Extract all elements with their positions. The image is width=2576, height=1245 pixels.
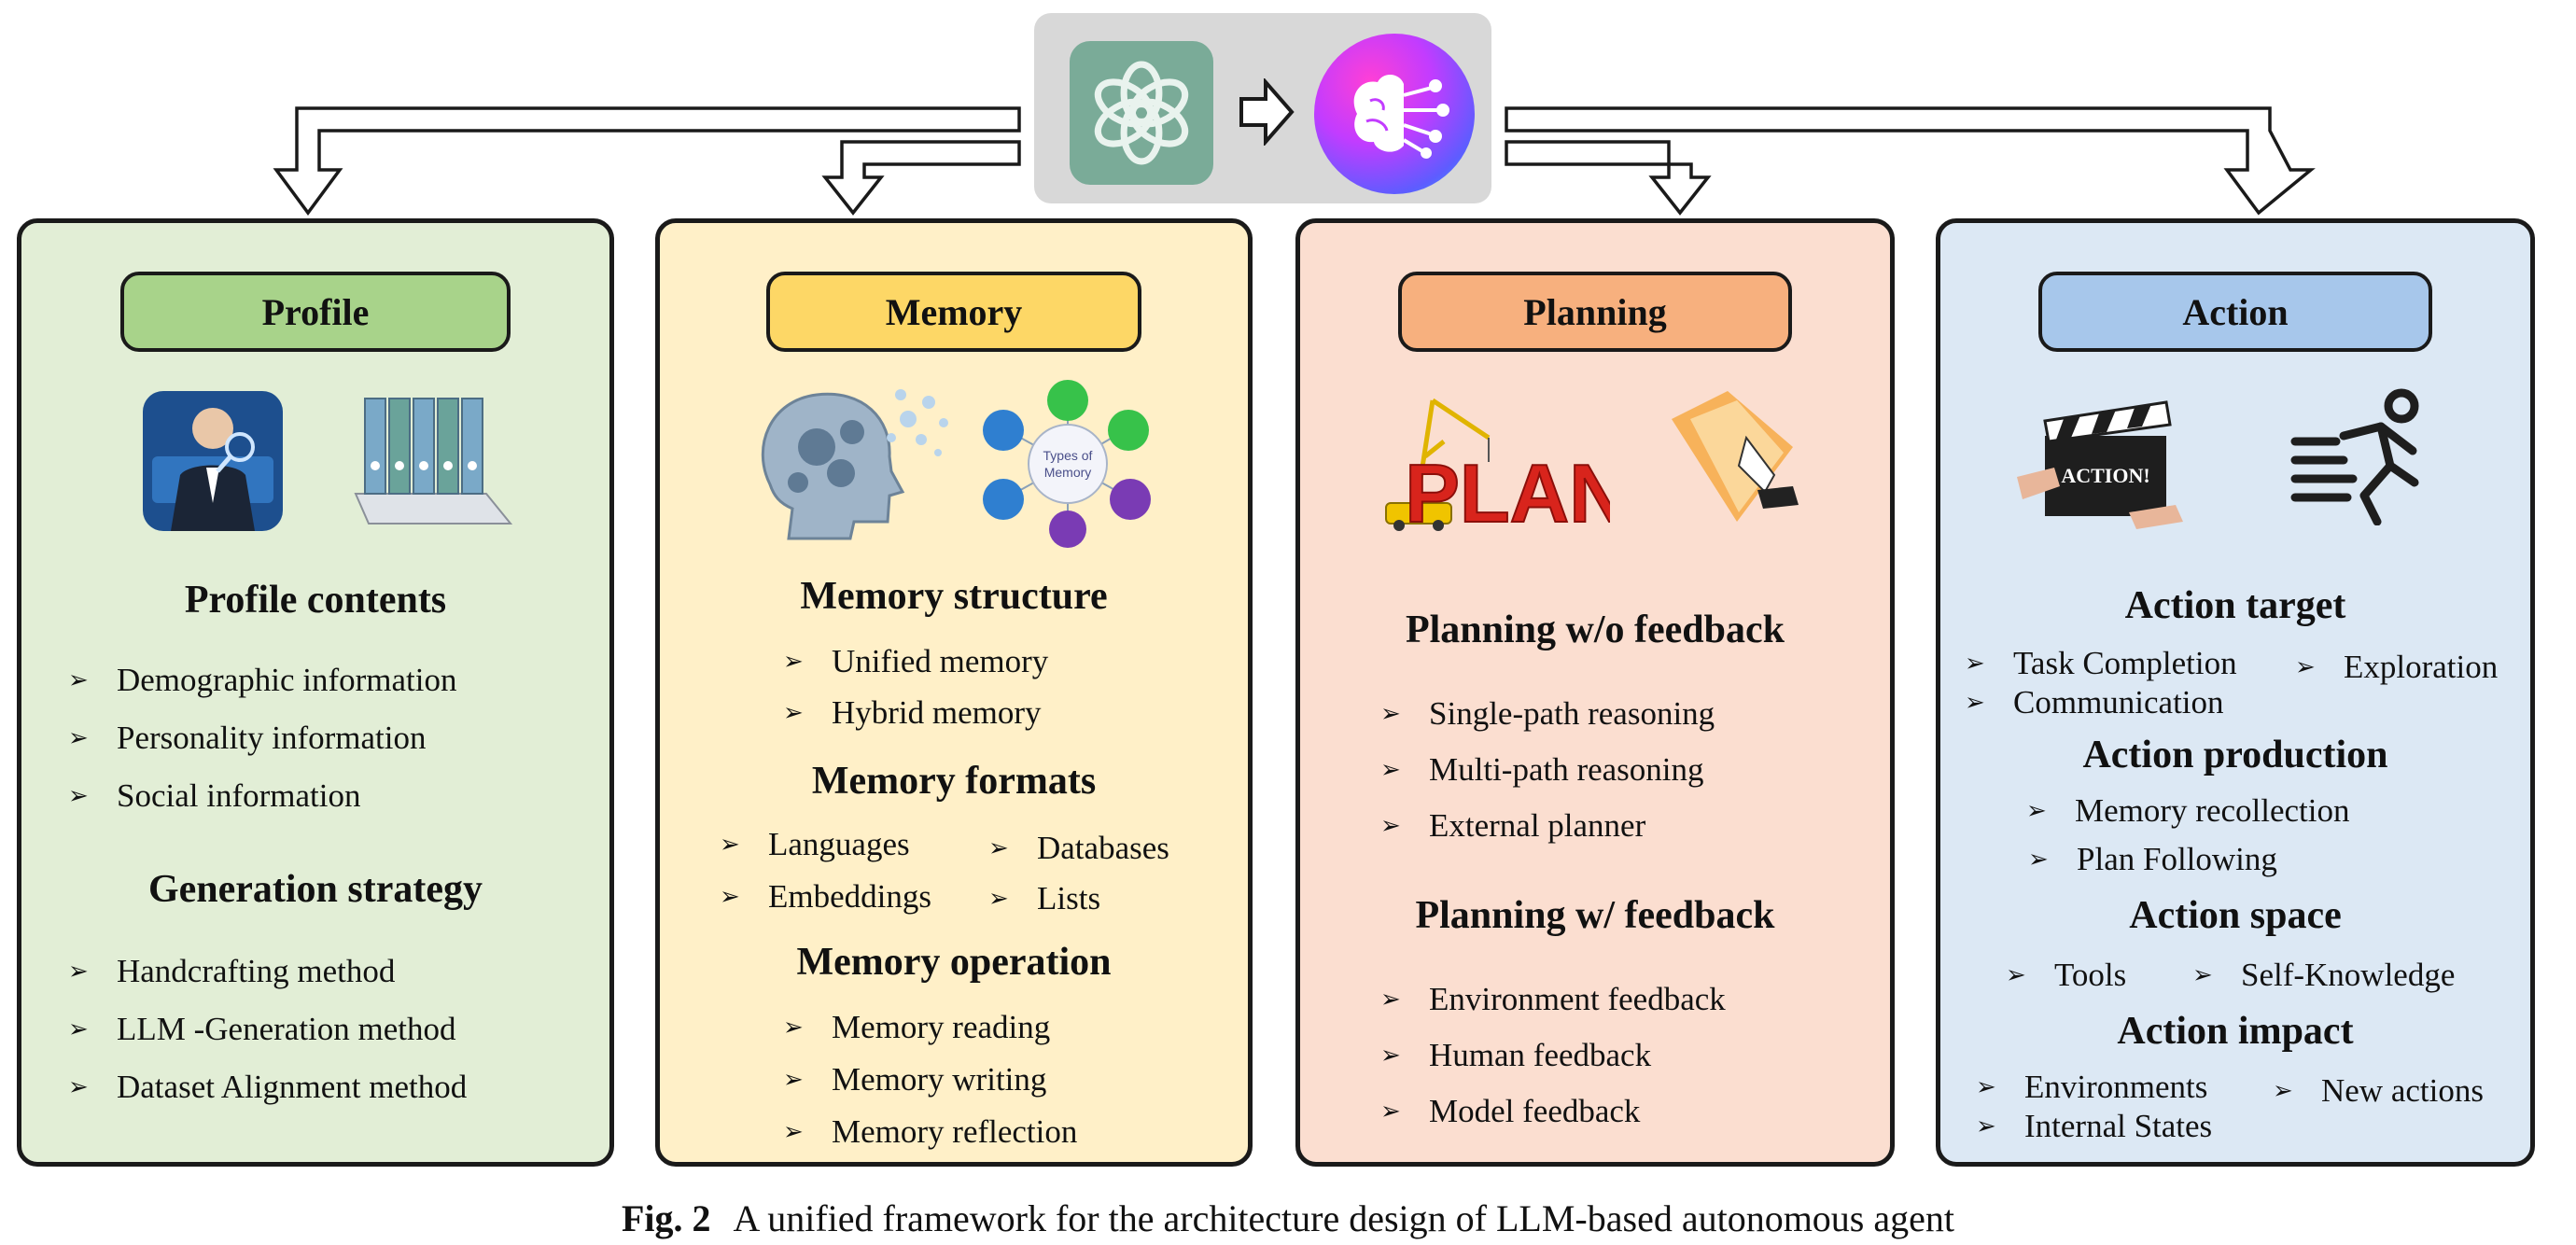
action-impact-heading: Action impact [2117, 1010, 2354, 1053]
list-item: ➢Internal States [1976, 1108, 2213, 1144]
planning-panel: Planning PLAN Planning w/o feedback ➢Sin… [1295, 218, 1895, 1167]
list-item: ➢Memory writing [783, 1061, 1047, 1098]
right-arrow-icon [1239, 78, 1295, 146]
list-item: ➢External planner [1380, 807, 1646, 844]
list-item: ➢Hybrid memory [783, 694, 1042, 731]
llm-header [1034, 13, 1491, 203]
list-item: ➢Databases [988, 830, 1169, 866]
list-item: ➢Embeddings [720, 878, 931, 915]
profile-contents-heading: Profile contents [184, 579, 447, 622]
businessman-icon [143, 391, 283, 531]
list-item: ➢Task Completion [1965, 645, 2237, 681]
planning-title: Planning [1398, 272, 1792, 352]
profile-panel: Profile Profile contents ➢Demographic in… [17, 218, 614, 1167]
figure-caption-text: A unified framework for the architecture… [733, 1197, 1954, 1239]
memory-operation-heading: Memory operation [796, 941, 1112, 984]
generation-strategy-heading: Generation strategy [147, 868, 483, 911]
planning-without-feedback-heading: Planning w/o feedback [1405, 609, 1785, 651]
list-item: ➢Human feedback [1380, 1037, 1652, 1073]
plan-crane-icon: PLAN [1385, 398, 1610, 531]
figure-caption: Fig. 2 A unified framework for the archit… [0, 1196, 2576, 1240]
action-title: Action [2038, 272, 2432, 352]
file-binders-laptop-icon [354, 398, 513, 525]
profile-title: Profile [120, 272, 511, 352]
list-item: ➢Exploration [2295, 649, 2499, 685]
list-item: ➢New actions [2273, 1072, 2484, 1109]
svg-text:PLAN: PLAN [1405, 447, 1610, 531]
arrow-to-planning [1505, 140, 1712, 216]
list-item: ➢Personality information [68, 720, 427, 756]
list-item: ➢Memory reading [783, 1009, 1051, 1045]
list-item: ➢Multi-path reasoning [1380, 751, 1704, 788]
list-item: ➢Handcrafting method [68, 953, 396, 989]
list-item: ➢Environments [1976, 1069, 2208, 1105]
action-space-heading: Action space [2129, 894, 2342, 937]
action-production-heading: Action production [2082, 734, 2388, 776]
list-item: ➢Lists [988, 880, 1101, 916]
list-item: ➢Tools [2006, 957, 2127, 993]
memory-structure-heading: Memory structure [800, 575, 1108, 618]
running-person-icon [2290, 388, 2419, 525]
action-target-heading: Action target [2124, 584, 2346, 627]
figure-label: Fig. 2 [621, 1197, 711, 1239]
list-item: ➢Social information [68, 777, 361, 814]
list-item: ➢Memory recollection [2026, 792, 2350, 829]
list-item: ➢Languages [720, 826, 910, 862]
list-item: ➢Communication [1965, 684, 2224, 720]
planning-with-feedback-heading: Planning w/ feedback [1415, 894, 1775, 937]
list-item: ➢Single-path reasoning [1380, 695, 1715, 732]
planning-paper-hand-icon [1672, 391, 1799, 522]
clapperboard-icon: ACTION! [2017, 400, 2183, 529]
ai-brain-icon [1314, 34, 1475, 194]
action-panel: Action ACTION! Action target ➢Task Compl… [1936, 218, 2535, 1167]
svg-text:Types of: Types of [1043, 448, 1093, 463]
list-item: ➢Demographic information [68, 662, 457, 698]
connector-arrows [273, 106, 2316, 216]
list-item: ➢Dataset Alignment method [68, 1069, 468, 1105]
arrow-to-memory [821, 140, 1021, 216]
arrow-to-action [1505, 106, 2316, 216]
memory-panel: Memory Types of Memory [655, 218, 1253, 1167]
svg-text:Memory: Memory [1044, 465, 1092, 480]
list-item: ➢Self-Knowledge [2192, 957, 2456, 993]
memory-title: Memory [766, 272, 1141, 352]
head-gears-icon [761, 389, 948, 540]
list-item: ➢Memory reflection [783, 1113, 1078, 1150]
list-item: ➢LLM -Generation method [68, 1011, 456, 1047]
types-of-memory-icon: Types of Memory [983, 380, 1151, 548]
list-item: ➢Unified memory [783, 643, 1049, 679]
arrow-to-profile [273, 106, 1021, 216]
svg-text:ACTION!: ACTION! [2061, 464, 2149, 487]
list-item: ➢Environment feedback [1380, 981, 1726, 1017]
list-item: ➢Model feedback [1380, 1093, 1641, 1129]
openai-logo-icon [1070, 41, 1213, 185]
memory-formats-heading: Memory formats [811, 760, 1097, 803]
list-item: ➢Plan Following [2028, 841, 2277, 877]
